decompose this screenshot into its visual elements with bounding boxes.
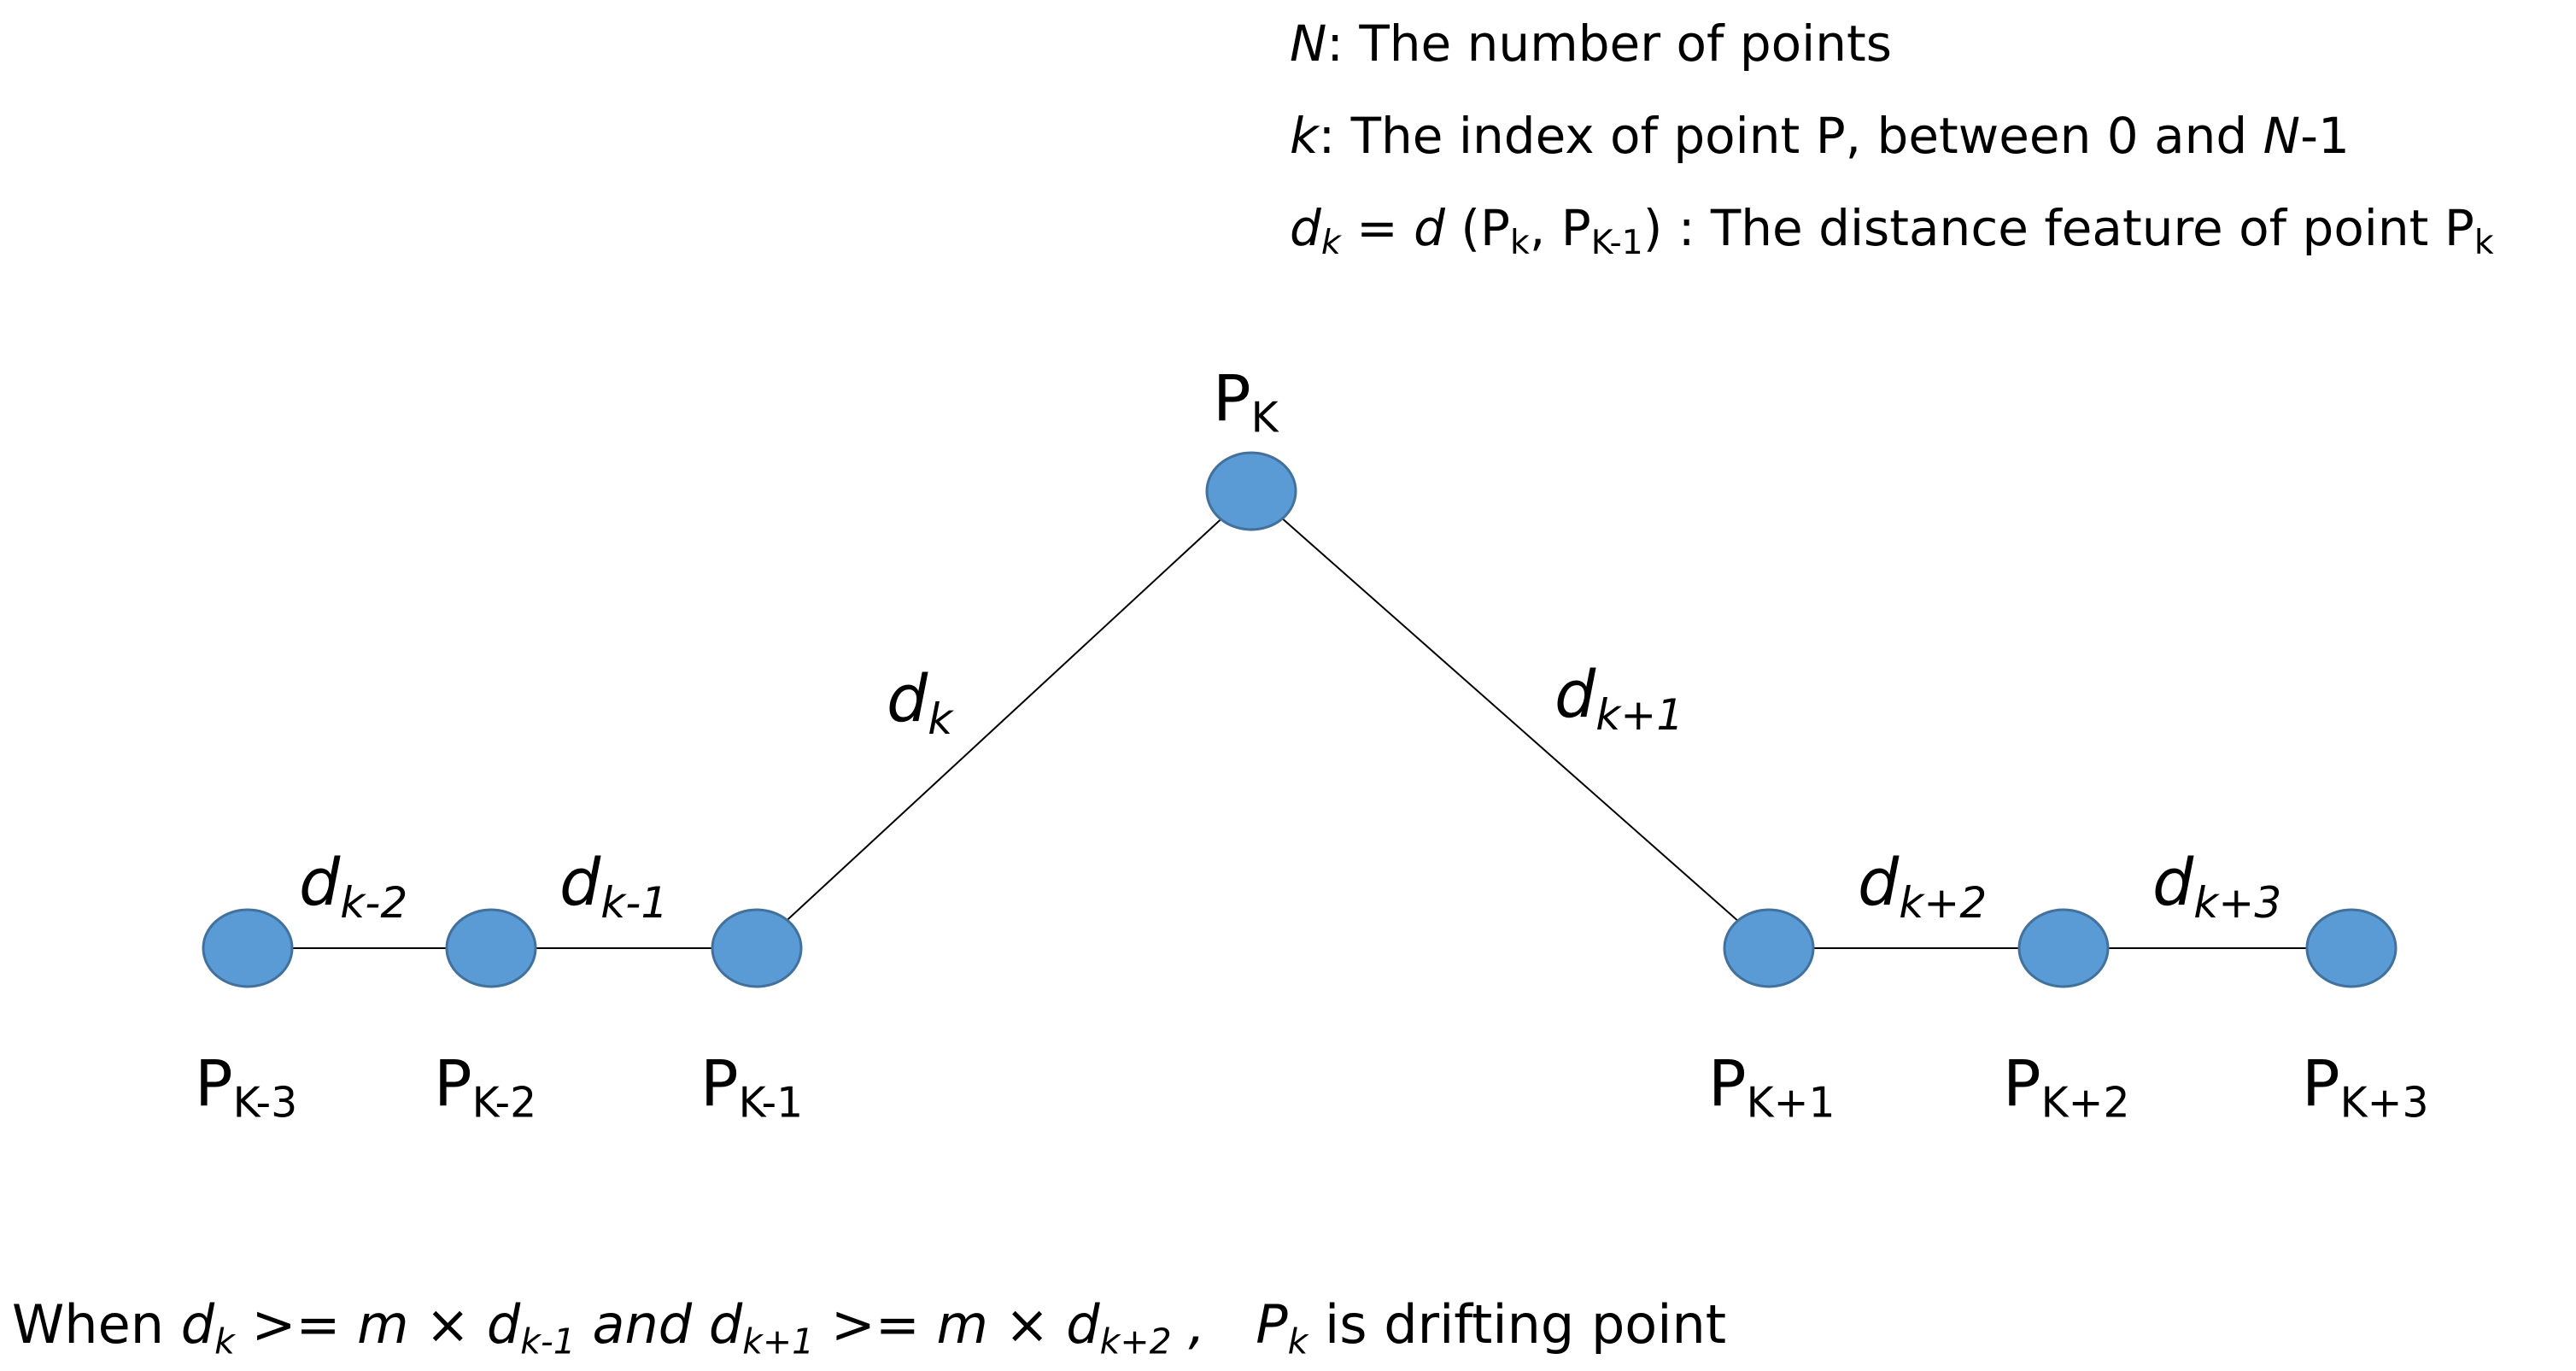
label-pk-2-sub: K-2 <box>471 1078 537 1128</box>
distance-label-dk+3: dk+3 <box>2152 850 2281 924</box>
formula-d2-sub: k-1 <box>520 1321 576 1362</box>
distance-label-dk+1: dk+1 <box>1554 662 1683 736</box>
formula-d1: d <box>180 1293 215 1356</box>
formula-m1: m <box>357 1293 409 1356</box>
label-pk-1: PK-1 <box>700 1052 803 1125</box>
nodes <box>202 451 2397 988</box>
legend-d-sub: k <box>1320 222 1341 262</box>
label-pk-2: PK-2 <box>434 1052 536 1125</box>
label-pk-1-sub: K-1 <box>738 1078 804 1128</box>
drift-condition-formula: When dk >= m × dk-1 and dk+1 >= m × dk+2… <box>12 1298 1726 1359</box>
formula-d4: d <box>1066 1293 1100 1356</box>
distance-dk-main: d <box>887 660 928 736</box>
legend-text-dk: : The distance feature of point P <box>1662 199 2474 257</box>
label-pk-1-main: P <box>700 1047 739 1121</box>
edge-pk1-pk <box>756 490 1252 949</box>
legend-paren-open: (P <box>1444 199 1511 257</box>
legend-line-k: k: The index of point P, between 0 and N… <box>1290 111 2350 161</box>
node-pk+1 <box>1723 908 1815 988</box>
label-pk+2-main: P <box>2003 1047 2041 1121</box>
legend-p2-sub: K-1 <box>1590 222 1643 262</box>
label-pk-2-main: P <box>434 1047 472 1121</box>
formula-d2: d <box>486 1293 521 1356</box>
formula-when: When <box>12 1293 181 1356</box>
node-pk <box>1205 451 1297 531</box>
label-pk+1-main: P <box>1708 1047 1747 1121</box>
label-pk-3: PK-3 <box>195 1052 297 1125</box>
formula-comma: , <box>1171 1293 1256 1356</box>
label-pk+3-main: P <box>2302 1047 2340 1121</box>
distance-dk+1-main: d <box>1554 656 1596 732</box>
legend-line-n: N: The number of points <box>1290 19 1892 68</box>
label-pk+1-sub: K+1 <box>1746 1078 1835 1128</box>
formula-times1: × <box>408 1293 487 1356</box>
legend-p1-sub: k <box>1510 222 1530 262</box>
legend-d: d <box>1290 199 1321 257</box>
formula-p: P <box>1256 1293 1288 1356</box>
legend-eq: = <box>1340 199 1414 257</box>
label-pk-main: P <box>1213 362 1251 436</box>
distance-dk-1-main: d <box>559 844 601 920</box>
formula-tail: is drifting point <box>1308 1293 1727 1356</box>
formula-m2: m <box>936 1293 988 1356</box>
node-pk+3 <box>2305 908 2397 988</box>
legend-tail-sub: k <box>2474 222 2494 262</box>
label-pk+3-sub: K+3 <box>2339 1078 2429 1128</box>
formula-d3: d <box>708 1293 743 1356</box>
distance-dk-2-main: d <box>299 844 341 920</box>
legend-comma: , P <box>1529 199 1591 257</box>
distance-dk+3-main: d <box>2152 844 2194 920</box>
legend-text-n: : The number of points <box>1326 15 1892 73</box>
distance-dk-sub: k <box>928 694 953 745</box>
formula-d4-sub: k+2 <box>1099 1321 1172 1362</box>
distance-label-dk-1: dk-1 <box>559 850 668 924</box>
label-pk+3: PK+3 <box>2302 1052 2429 1125</box>
distance-dk+1-sub: k+1 <box>1595 689 1684 741</box>
formula-and: and <box>575 1293 709 1356</box>
distance-dk+3-sub: k+3 <box>2193 877 2282 929</box>
label-pk: PK <box>1213 367 1279 440</box>
formula-op2: >= <box>814 1293 937 1356</box>
node-pk+2 <box>2017 908 2110 988</box>
label-pk+2: PK+2 <box>2003 1052 2130 1125</box>
legend-tail-k: -1 <box>2300 107 2350 165</box>
formula-op1: >= <box>234 1293 358 1356</box>
distance-label-dk-2: dk-2 <box>299 850 407 924</box>
node-pk-3 <box>202 908 294 988</box>
distance-label-dk: dk <box>887 666 952 741</box>
legend-d2: d <box>1414 199 1445 257</box>
label-pk+1: PK+1 <box>1708 1052 1835 1125</box>
legend-paren-close: ) <box>1642 199 1663 257</box>
label-pk-3-sub: K-3 <box>232 1078 298 1128</box>
legend-var-n2: N <box>2263 107 2301 165</box>
legend-var-n: N <box>1290 15 1327 73</box>
legend-line-dk: dk = d (Pk, PK-1) : The distance feature… <box>1290 203 2494 260</box>
distance-dk+2-main: d <box>1858 844 1900 920</box>
formula-times2: × <box>987 1293 1067 1356</box>
formula-p-sub: k <box>1287 1321 1308 1362</box>
distance-dk+2-sub: k+2 <box>1899 877 1988 929</box>
distance-dk-1-sub: k-1 <box>600 877 669 929</box>
formula-d3-sub: k+1 <box>742 1321 815 1362</box>
label-pk-3-main: P <box>195 1047 233 1121</box>
distance-label-dk+2: dk+2 <box>1858 850 1987 924</box>
edge-pk-pk1plus <box>1250 490 1770 949</box>
legend-text-k: : The index of point P, between 0 and <box>1318 107 2263 165</box>
legend-var-k: k <box>1290 107 1319 165</box>
node-pk-2 <box>445 908 537 988</box>
node-pk-1 <box>711 908 803 988</box>
formula-d1-sub: k <box>214 1321 235 1362</box>
label-pk-sub: K <box>1250 393 1279 442</box>
distance-dk-2-sub: k-2 <box>340 877 408 929</box>
label-pk+2-sub: K+2 <box>2040 1078 2130 1128</box>
